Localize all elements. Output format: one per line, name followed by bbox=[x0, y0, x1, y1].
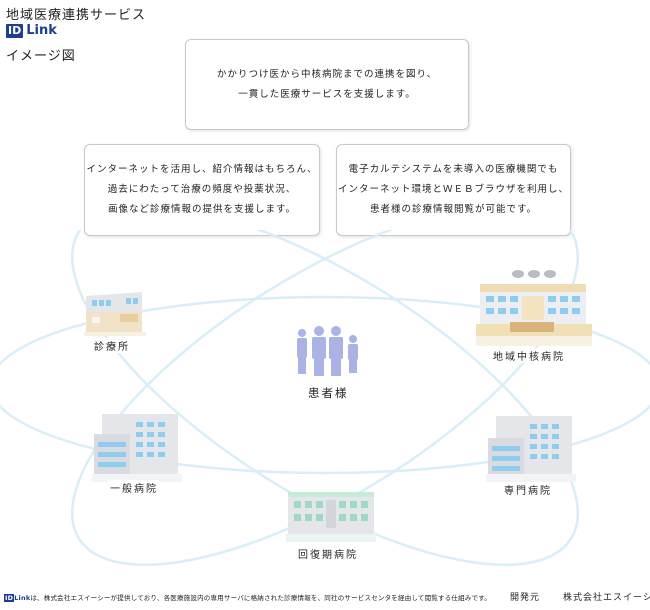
orbit-diagonal-a bbox=[71, 230, 579, 567]
node-label-core-hospital: 地域中核病院 bbox=[491, 348, 567, 363]
diagram-title: 地域医療連携サービス bbox=[6, 8, 147, 23]
general-hospital-building-icon bbox=[92, 414, 182, 482]
developer-name: 株式会社エスイーシー bbox=[563, 593, 650, 603]
node-label-specialty-hospital: 専門病院 bbox=[502, 482, 554, 497]
specialty-hospital-building-icon bbox=[486, 416, 576, 482]
box-line: かかりつけ医から中核病院までの連携を図り、 bbox=[216, 68, 438, 80]
description-box-right: 電子カルテシステムを未導入の医療機関でも インターネット環境とＷＥＢブラウザを利… bbox=[336, 144, 571, 236]
box-line: 画像など診療情報の提供を支援します。 bbox=[107, 204, 297, 215]
orbit-horizontal bbox=[0, 295, 650, 475]
node-label-general-hospital: 一般病院 bbox=[108, 480, 160, 495]
core-hospital-building-icon bbox=[476, 270, 592, 346]
orbit-diagonal-b bbox=[71, 230, 579, 567]
idlink-logo: ID Link bbox=[6, 24, 57, 38]
box-line: 電子カルテシステムを未導入の医療機関でも bbox=[348, 164, 559, 175]
patient-group-icon bbox=[297, 326, 358, 376]
box-line: インターネット環境とＷＥＢブラウザを利用し、 bbox=[337, 184, 569, 195]
logo-id-mark: ID bbox=[6, 24, 24, 38]
description-box-left: インターネットを活用し、紹介情報はもちろん、 過去にわたって治療の頻度や投薬状況… bbox=[84, 144, 320, 236]
node-label-patient: 患者様 bbox=[306, 385, 351, 401]
box-line: 患者様の診療情報閲覧が可能です。 bbox=[369, 204, 538, 215]
logo-link-text: Link bbox=[26, 23, 57, 38]
diagram-subtitle: イメージ図 bbox=[6, 49, 76, 64]
node-label-rehab-hospital: 回復期病院 bbox=[296, 546, 360, 561]
box-line: インターネットを活用し、紹介情報はもちろん、 bbox=[86, 164, 318, 175]
developer-label: 開発元 bbox=[510, 593, 541, 603]
footer-note-text: は、株式会社エスイーシーが提供しており、各医療施設内の専用サーバに格納された診療… bbox=[30, 594, 491, 602]
node-label-clinic: 診療所 bbox=[92, 338, 132, 353]
box-line: 一貫した医療サービスを支援します。 bbox=[238, 88, 416, 100]
description-box-top: かかりつけ医から中核病院までの連携を図り、 一貫した医療サービスを支援します。 bbox=[185, 39, 469, 130]
orbit-rings bbox=[0, 230, 650, 567]
footer-note: IDLinkは、株式会社エスイーシーが提供しており、各医療施設内の専用サーバに格… bbox=[4, 592, 491, 602]
rehab-hospital-building-icon bbox=[286, 492, 376, 542]
footer-logo-id: ID bbox=[4, 594, 15, 602]
box-line: 過去にわたって治療の頻度や投薬状況、 bbox=[107, 184, 297, 195]
footer-logo-link: Link bbox=[14, 594, 31, 602]
clinic-building-icon bbox=[84, 292, 146, 336]
